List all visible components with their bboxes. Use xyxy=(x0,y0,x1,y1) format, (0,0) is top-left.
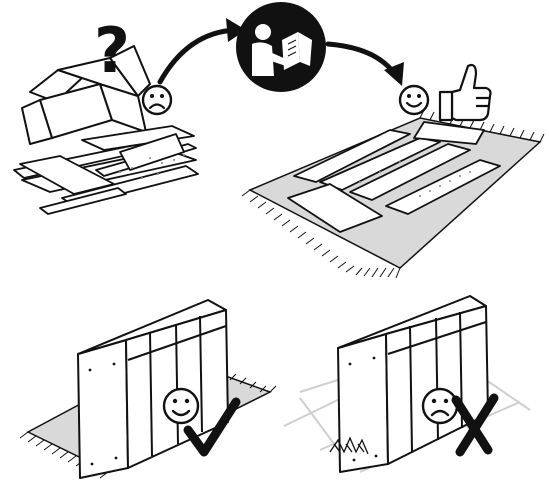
happy-face-icon xyxy=(164,389,198,423)
open-cardboard-box xyxy=(22,46,150,144)
panels-on-rug-scene xyxy=(242,65,544,278)
arrow-to-manual xyxy=(160,18,246,82)
cabinet-on-floor-scene xyxy=(284,296,530,472)
question-mark-glyph: ? xyxy=(94,14,130,87)
question-mark-icon: ? xyxy=(94,14,130,87)
sad-face-icon xyxy=(143,86,171,114)
unpacked-box-scene: ? xyxy=(14,14,198,214)
person-reading-manual-icon xyxy=(236,2,326,92)
cabinet-on-rug-scene xyxy=(20,300,276,478)
arrow-to-layout xyxy=(328,44,404,86)
happy-face-icon xyxy=(400,86,428,114)
thumbs-up-icon xyxy=(440,65,491,120)
sad-face-icon xyxy=(423,389,457,423)
